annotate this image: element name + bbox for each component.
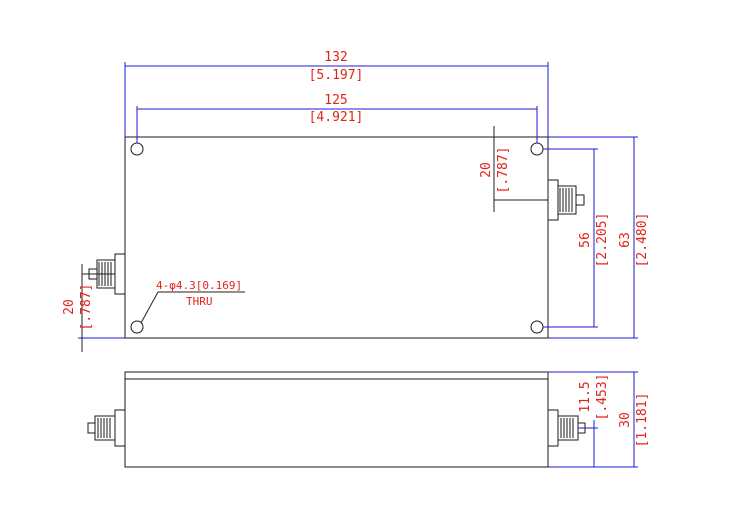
dimension-hole-spacing-x: 125 [4.921] (136, 93, 538, 143)
top-view-housing (124, 136, 549, 339)
connector-height-inch: [.453] (595, 374, 610, 421)
dimension-left-connector-offset: 20 [.787] (62, 264, 125, 352)
mounting-hole-top-right (530, 142, 544, 156)
overall-width-value: 63 (618, 232, 633, 248)
overall-height-value: 30 (618, 412, 633, 428)
mounting-hole-top-left (130, 142, 144, 156)
overall-width-inch: [2.480] (635, 213, 650, 268)
hole-callout: 4-φ4.3[0.169] THRU (140, 279, 245, 324)
hole-spacing-x-inch: [4.921] (309, 110, 364, 125)
right-connector-offset-value: 20 (479, 162, 494, 178)
top-view: 132 [5.197] 125 [4.921] 20 [.787] 20 [.7… (62, 50, 650, 352)
dimension-overall-height: 30 [1.181] (548, 371, 650, 468)
connector-height-value: 11.5 (578, 381, 593, 412)
overall-length-inch: [5.197] (309, 68, 364, 83)
side-view-housing (124, 371, 549, 468)
hole-callout-spec: 4-φ4.3[0.169] (156, 279, 242, 292)
mounting-hole-bottom-left (130, 320, 144, 334)
left-connector-side-view (87, 409, 126, 447)
dimension-overall-length: 132 [5.197] (124, 50, 549, 137)
dimension-connector-height: 11.5 [.453] (548, 374, 610, 468)
dimension-right-connector-offset: 20 [.787] (479, 126, 548, 212)
hole-callout-note: THRU (186, 295, 213, 308)
hole-spacing-y-value: 56 (578, 232, 593, 248)
mounting-hole-bottom-right (530, 320, 544, 334)
left-connector-offset-value: 20 (62, 299, 77, 315)
hole-spacing-y-inch: [2.205] (595, 213, 610, 268)
dimension-overall-width: 63 [2.480] (548, 136, 650, 339)
left-connector-offset-inch: [.787] (79, 284, 94, 331)
overall-height-inch: [1.181] (635, 393, 650, 448)
right-connector-offset-inch: [.787] (496, 147, 511, 194)
hole-spacing-x-value: 125 (324, 93, 347, 108)
dimension-hole-spacing-y: 56 [2.205] (543, 148, 610, 328)
right-connector-top-view (547, 179, 585, 221)
overall-length-value: 132 (324, 50, 347, 65)
side-view: 11.5 [.453] 30 [1.181] (87, 371, 650, 468)
